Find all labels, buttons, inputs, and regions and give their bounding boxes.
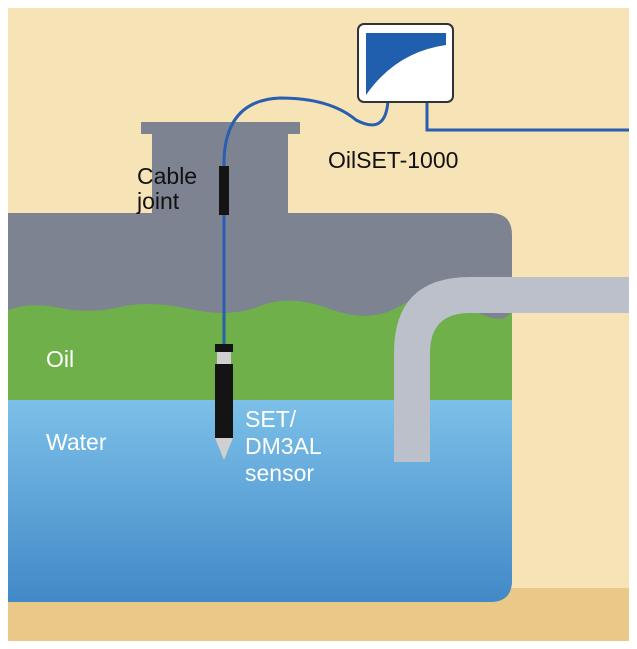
outlet-pipe bbox=[394, 277, 629, 462]
sensor-cable bbox=[222, 96, 390, 345]
device-label: OilSET-1000 bbox=[328, 147, 459, 173]
sensor-probe-body bbox=[215, 364, 233, 438]
sensor-label-line-1: SET/ bbox=[245, 406, 297, 432]
sensor-probe-band bbox=[217, 352, 231, 364]
sensor-probe-cap bbox=[215, 344, 233, 352]
sensor-label-line-2: DM3AL bbox=[245, 433, 322, 459]
oil-layer bbox=[8, 297, 512, 402]
sensor-probe-tip bbox=[215, 438, 233, 460]
device-network-line bbox=[425, 100, 629, 132]
cable-joint-label-line-1: Cable bbox=[137, 163, 198, 189]
sensor-label-line-3: sensor bbox=[245, 460, 315, 486]
water-label: Water bbox=[46, 429, 107, 455]
device-accent bbox=[366, 33, 446, 95]
manhole-lid bbox=[141, 122, 300, 134]
oil-label: Oil bbox=[46, 346, 75, 372]
oilset-1000-device-icon bbox=[357, 23, 454, 103]
sensor-probe-icon bbox=[215, 344, 233, 460]
cable-joint-icon bbox=[219, 166, 229, 215]
cable-joint-label-line-2: joint bbox=[137, 188, 180, 214]
tank bbox=[8, 213, 512, 602]
